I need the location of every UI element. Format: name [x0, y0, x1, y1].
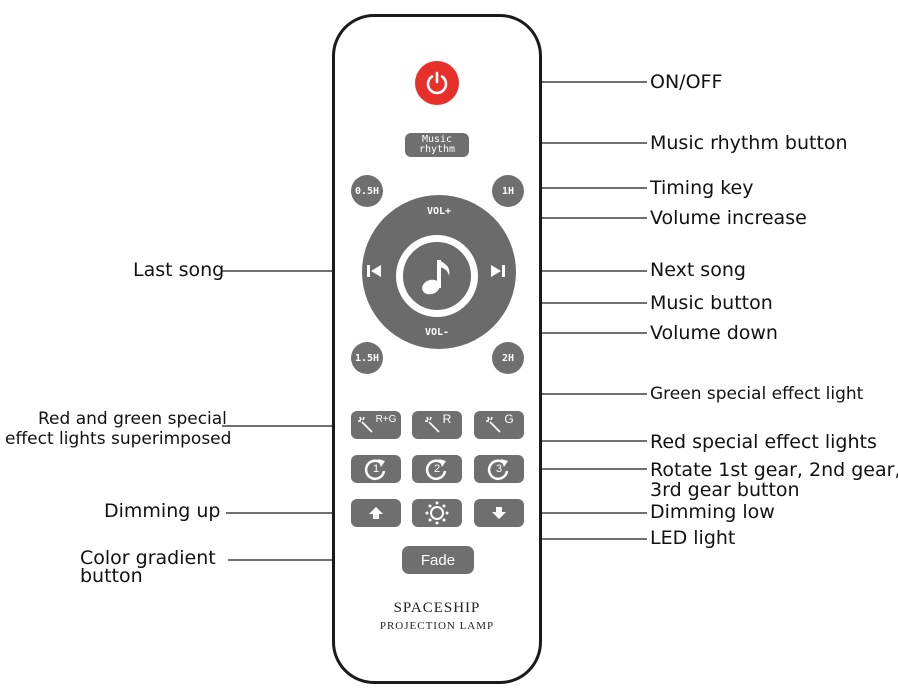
timer-1h-label: 1H	[501, 185, 515, 197]
label-music-button: Music button	[650, 292, 773, 314]
label-red-green-line2: effect lights superimposed	[5, 429, 232, 449]
label-rotate-line2: 3rd gear button	[650, 479, 800, 501]
label-red-green-line1: Red and green special	[38, 409, 227, 429]
label-rotate-line1: Rotate 1st gear, 2nd gear,	[650, 459, 898, 481]
timer-15h-button[interactable]: 1.5H	[351, 342, 383, 374]
label-red-effect: Red special effect lights	[650, 431, 877, 453]
prev-track-icon	[367, 265, 381, 277]
wand-icon	[357, 416, 373, 433]
rotate-3-button[interactable]: 3	[474, 455, 524, 483]
wand-icon	[424, 416, 440, 433]
effect-r-button[interactable]: R	[412, 411, 462, 439]
dimming-up-button[interactable]	[351, 499, 401, 527]
effect-rg-label: R+G	[375, 413, 397, 425]
music-note-icon	[422, 260, 450, 295]
timer-2h-button[interactable]: 2H	[492, 342, 524, 374]
music-rhythm-label-line2: rhythm	[418, 144, 456, 155]
fade-button[interactable]: Fade	[402, 546, 474, 574]
music-rhythm-button[interactable]: Music rhythm	[405, 133, 469, 157]
next-track-icon	[491, 265, 505, 277]
rotate-icon	[364, 459, 386, 480]
effect-r-label: R	[442, 412, 452, 426]
effect-rg-button[interactable]: R+G	[351, 411, 401, 439]
label-led-light: LED light	[650, 527, 736, 549]
rotate-icon	[487, 459, 509, 480]
vol-down-button[interactable]: VOL-	[407, 327, 467, 338]
label-on-off: ON/OFF	[650, 71, 723, 93]
timer-05h-button[interactable]: 0.5H	[351, 175, 383, 207]
led-light-button[interactable]	[412, 499, 462, 527]
label-volume-down: Volume down	[650, 322, 778, 344]
vol-up-button[interactable]: VOL+	[409, 206, 469, 217]
label-dimming-up: Dimming up	[104, 500, 221, 522]
next-track-button[interactable]	[488, 263, 506, 279]
timer-2h-label: 2H	[501, 352, 515, 364]
arrow-up-icon	[369, 507, 383, 519]
rotate-1-button[interactable]: 1	[351, 455, 401, 483]
label-dimming-low: Dimming low	[650, 501, 775, 523]
rotate-2-label: 2	[433, 463, 441, 475]
label-volume-increase: Volume increase	[650, 207, 807, 229]
wand-icon	[486, 416, 501, 433]
timer-05h-label: 0.5H	[354, 185, 380, 197]
label-timing: Timing key	[650, 177, 754, 199]
rotate-icon	[425, 459, 447, 480]
dimming-low-button[interactable]	[474, 499, 524, 527]
brand-title: SPACESHIP	[393, 600, 481, 616]
effect-g-label: G	[504, 412, 514, 426]
timer-15h-label: 1.5H	[354, 352, 380, 364]
vol-up-label: VOL+	[426, 206, 452, 217]
music-button[interactable]	[396, 235, 478, 317]
label-color-gradient-line2: button	[80, 565, 143, 587]
label-music-rhythm: Music rhythm button	[650, 132, 848, 154]
rotate-3-label: 3	[495, 463, 503, 475]
label-color-gradient-line1: Color gradient	[80, 547, 216, 569]
label-next-song: Next song	[650, 259, 746, 281]
sun-icon	[425, 501, 449, 525]
timer-1h-button[interactable]: 1H	[492, 175, 524, 207]
fade-label: Fade	[420, 551, 456, 569]
vol-down-label: VOL-	[424, 327, 450, 338]
prev-track-button[interactable]	[366, 263, 384, 279]
rotate-1-label: 1	[372, 463, 380, 475]
arrow-down-icon	[492, 507, 506, 519]
label-last-song: Last song	[133, 259, 225, 281]
brand-subtitle: PROJECTION LAMP	[379, 620, 495, 632]
power-button[interactable]	[415, 61, 459, 105]
power-icon	[426, 71, 448, 95]
rotate-2-button[interactable]: 2	[412, 455, 462, 483]
music-rhythm-label-line1: Music	[421, 134, 453, 145]
label-green-effect: Green special effect light	[650, 384, 864, 404]
effect-g-button[interactable]: G	[474, 411, 524, 439]
